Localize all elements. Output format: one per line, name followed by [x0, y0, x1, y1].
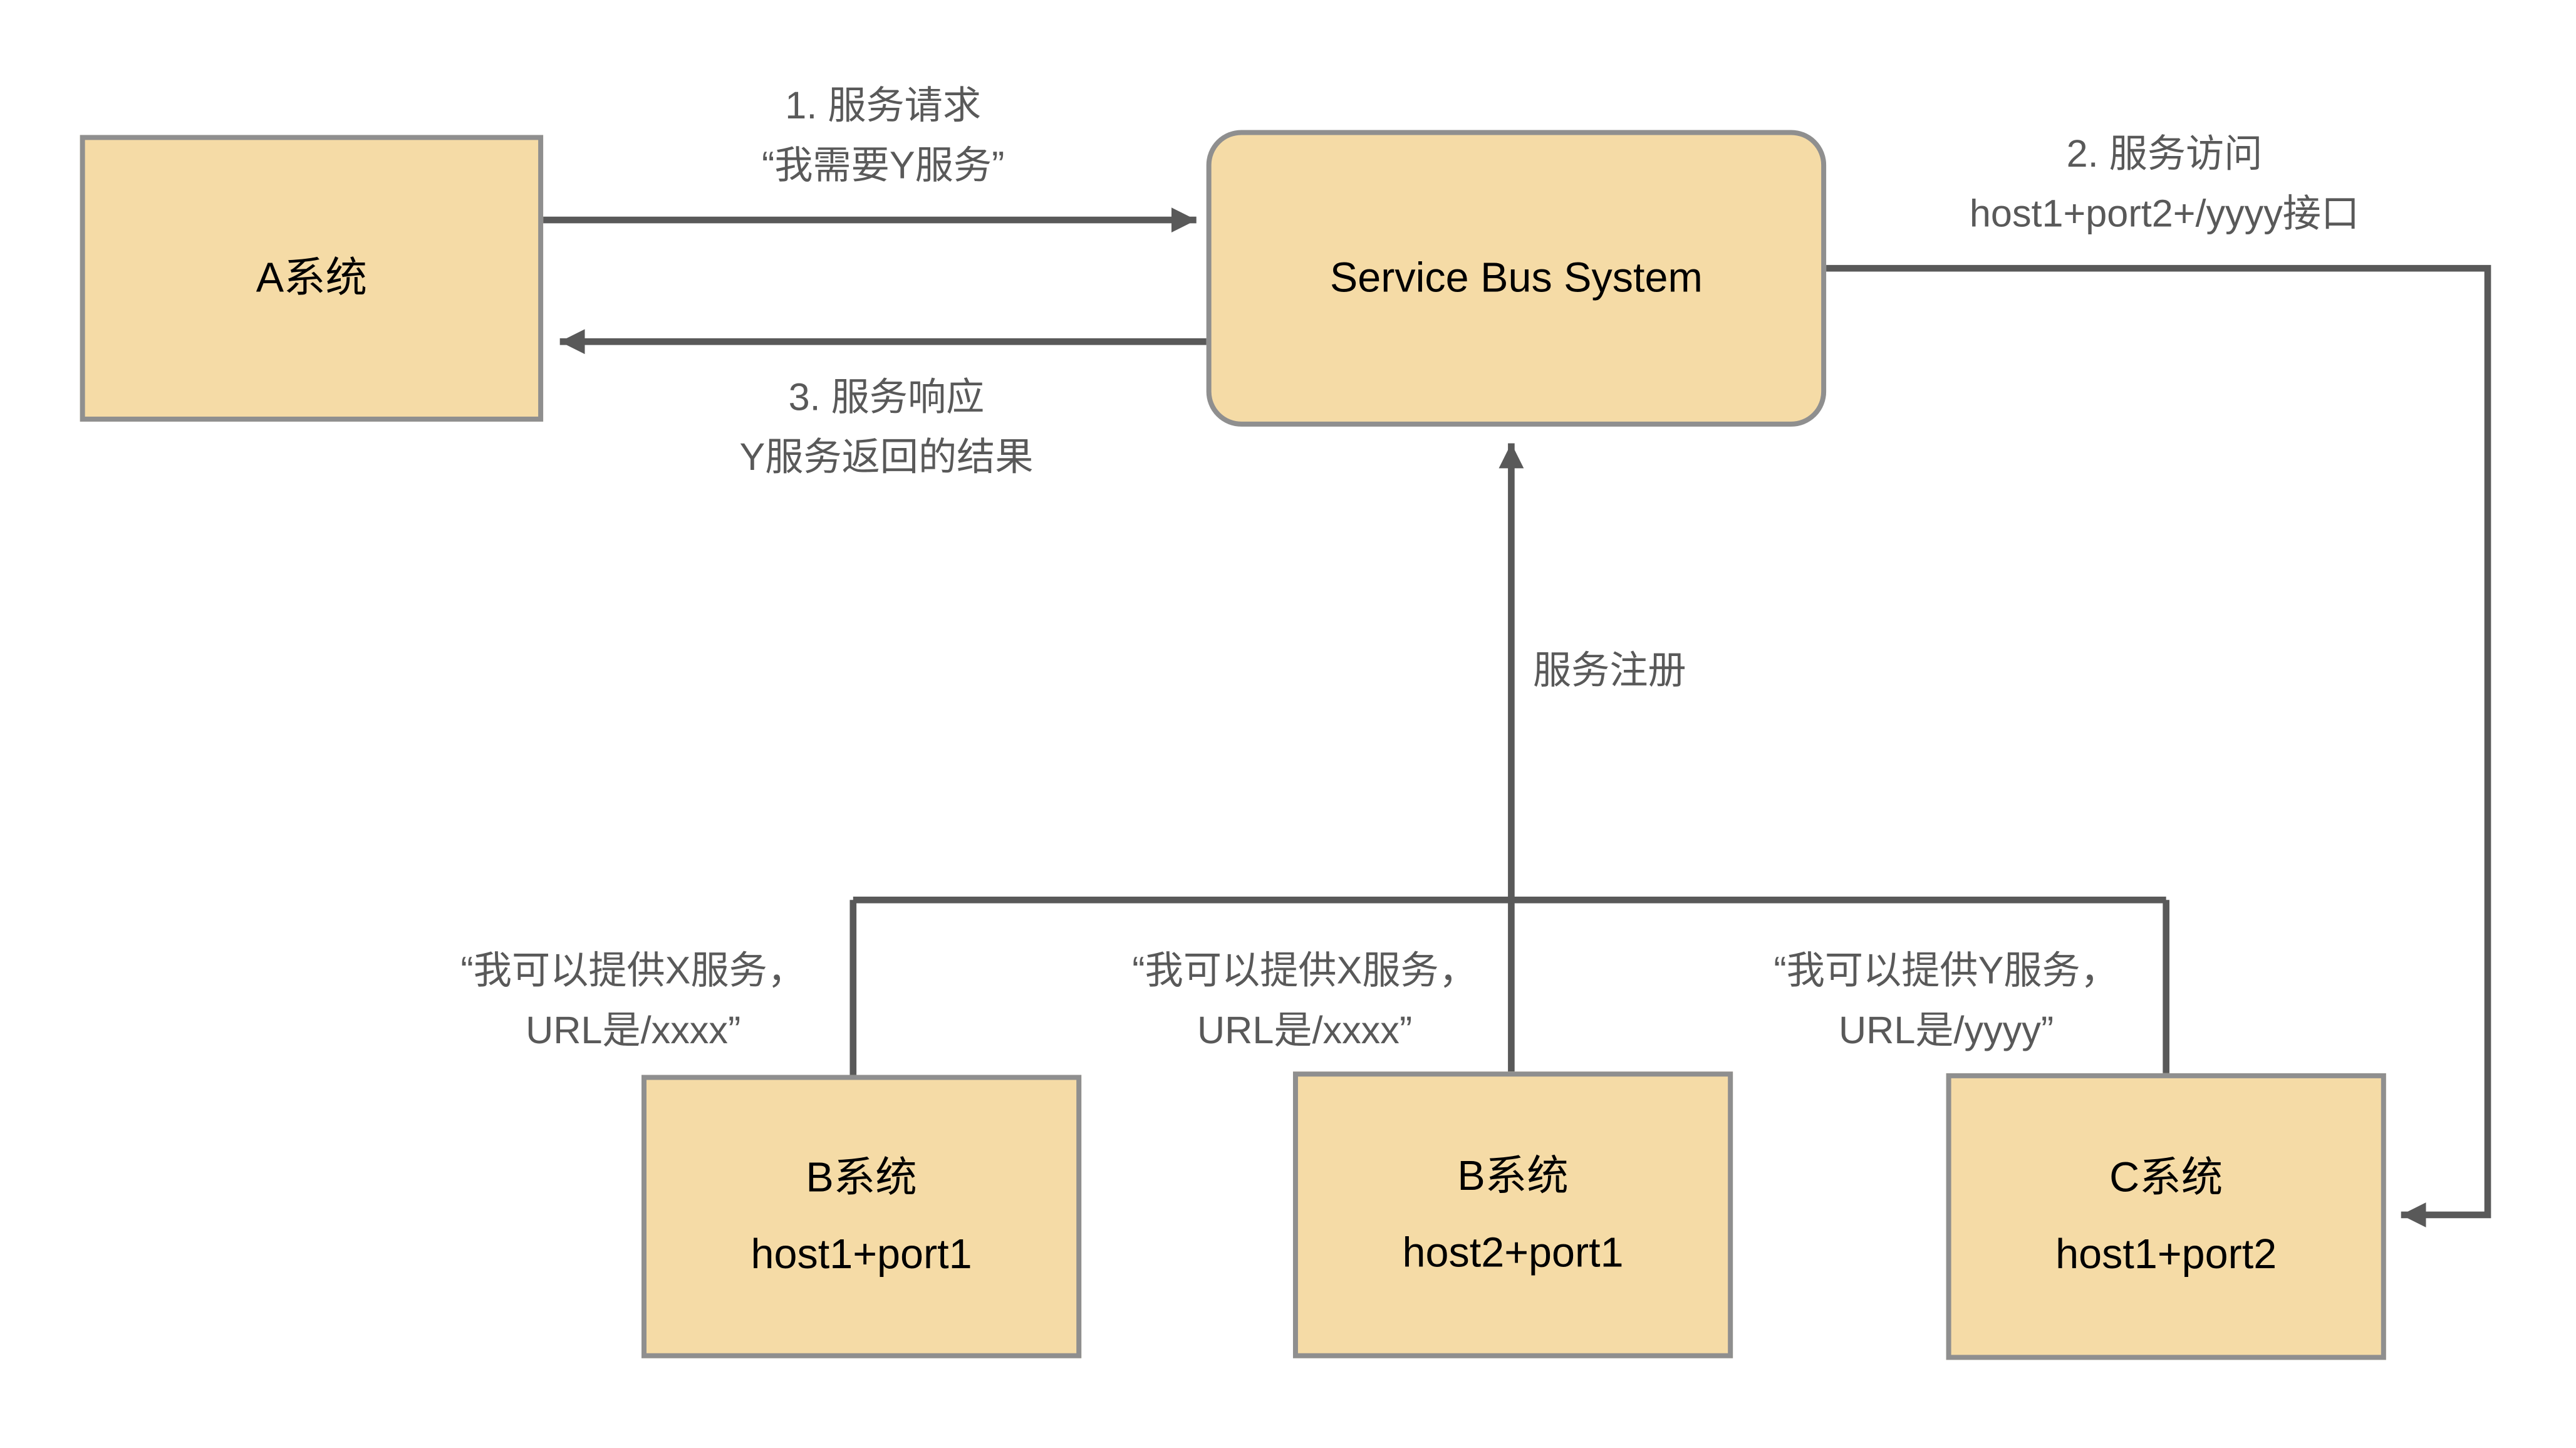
label-line: “我可以提供Y服务，	[1774, 948, 2119, 992]
label-service-register: 服务注册	[1533, 640, 1686, 700]
label-line: host1+port2+/yyyy接口	[1969, 191, 2360, 236]
label-line: Y服务返回的结果	[739, 435, 1034, 479]
node-system-c: C系统 host1+port2	[1946, 1073, 2386, 1360]
node-system-a: A系统	[80, 135, 544, 422]
node-system-b1-address: host1+port1	[750, 1231, 972, 1279]
label-service-access: 2. 服务访问 host1+port2+/yyyy接口	[1970, 123, 2359, 244]
label-line: URL是/xxxx”	[526, 1008, 741, 1052]
node-system-b2-name: B系统	[1457, 1153, 1569, 1201]
label-line: URL是/xxxx”	[1197, 1008, 1413, 1052]
label-offer-b1: “我可以提供X服务， URL是/xxxx”	[460, 940, 806, 1060]
label-offer-b2: “我可以提供X服务， URL是/xxxx”	[1132, 940, 1477, 1060]
node-service-bus: Service Bus System	[1206, 130, 1827, 427]
label-line: “我可以提供X服务，	[460, 948, 806, 992]
node-system-a-label: A系统	[256, 254, 368, 302]
node-service-bus-label: Service Bus System	[1329, 254, 1703, 302]
arrow-service-access	[1826, 264, 2491, 1227]
node-system-c-name: C系统	[2109, 1155, 2223, 1202]
label-service-request: 1. 服务请求 “我需要Y服务”	[762, 75, 1004, 195]
label-line: “我需要Y服务”	[761, 143, 1005, 187]
label-offer-c: “我可以提供Y服务， URL是/yyyy”	[1774, 940, 2119, 1060]
node-system-c-address: host1+port2	[2055, 1231, 2277, 1279]
label-line: 3. 服务响应	[788, 375, 985, 419]
label-service-response: 3. 服务响应 Y服务返回的结果	[739, 367, 1033, 487]
node-system-b2-address: host2+port1	[1402, 1229, 1624, 1277]
label-line: “我可以提供X服务，	[1132, 948, 1477, 992]
label-line: 服务注册	[1532, 648, 1686, 692]
node-system-b2: B系统 host2+port1	[1292, 1071, 1733, 1358]
node-system-b1-name: B系统	[806, 1155, 917, 1202]
label-line: URL是/yyyy”	[1838, 1008, 2054, 1052]
label-line: 2. 服务访问	[2066, 132, 2263, 175]
label-line: 1. 服务请求	[785, 83, 982, 127]
node-system-b1: B系统 host1+port1	[641, 1075, 1082, 1358]
